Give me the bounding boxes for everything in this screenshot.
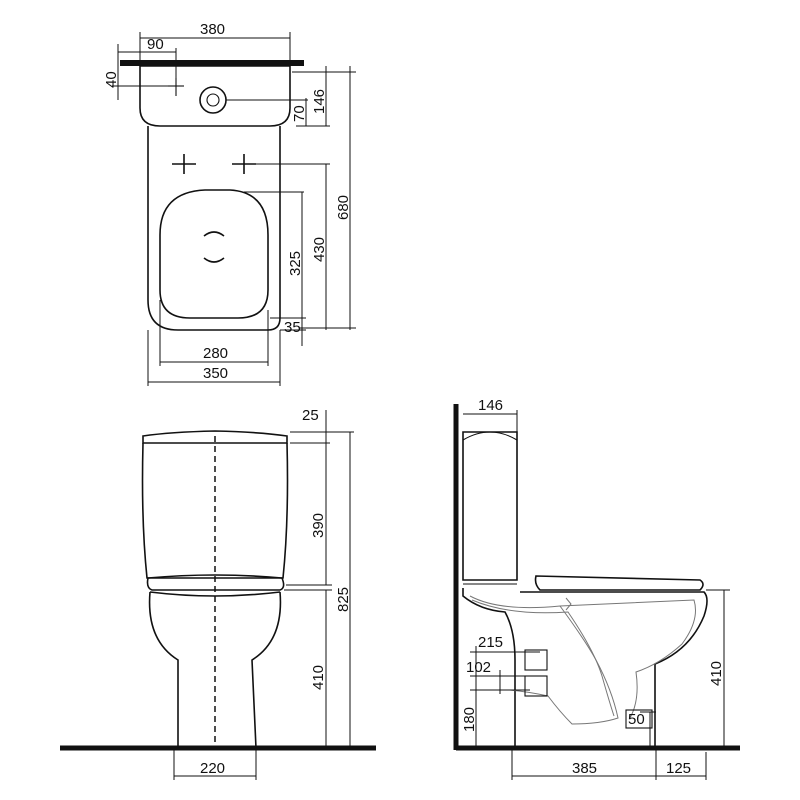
dim-side-tank-depth: 146 bbox=[478, 397, 503, 414]
side-bowl-inner bbox=[469, 595, 696, 725]
dim-button-offset: 70 bbox=[291, 105, 308, 122]
dim-tank-width: 380 bbox=[200, 21, 225, 38]
dim-hole-offset-x: 90 bbox=[147, 36, 164, 53]
top-view: 380 90 40 146 70 680 430 325 35 bbox=[103, 21, 356, 386]
dim-outlet-height: 180 bbox=[461, 707, 478, 732]
side-tank bbox=[462, 431, 518, 581]
top-wall-strip bbox=[120, 60, 304, 66]
side-seat bbox=[534, 575, 704, 591]
dim-overall-width: 350 bbox=[203, 365, 228, 382]
dim-seat-width: 280 bbox=[203, 345, 228, 362]
dim-outlet-distance: 215 bbox=[478, 634, 503, 651]
dim-foot-width: 220 bbox=[200, 760, 225, 777]
front-bowl bbox=[148, 591, 282, 749]
dim-foot-offset: 50 bbox=[628, 711, 645, 728]
front-view: 25 390 825 410 220 bbox=[60, 407, 376, 780]
dim-hole-offset-y: 40 bbox=[103, 71, 120, 88]
flush-button-inner bbox=[206, 93, 220, 107]
dim-wall-gap: 125 bbox=[666, 760, 691, 777]
dim-side-seat-height: 410 bbox=[708, 661, 725, 686]
dim-projection: 385 bbox=[572, 760, 597, 777]
dim-inlet-distance: 102 bbox=[466, 659, 491, 676]
top-seat-outline bbox=[159, 189, 269, 319]
front-tank-lid bbox=[142, 430, 288, 444]
seat-hinge-mark bbox=[203, 231, 225, 263]
dim-bowl-fix-length: 430 bbox=[311, 237, 328, 262]
flush-button-outer bbox=[199, 86, 227, 114]
front-seat bbox=[146, 574, 285, 591]
dim-lid-thickness: 25 bbox=[302, 407, 319, 424]
fixing-cross-left bbox=[172, 154, 196, 174]
side-view: 146 215 102 180 50 410 385 125 bbox=[453, 397, 740, 780]
top-bowl-outline bbox=[147, 126, 281, 331]
dim-overall-length: 680 bbox=[335, 195, 352, 220]
fixing-cross-right bbox=[232, 154, 256, 174]
dim-rim-gap: 35 bbox=[284, 319, 301, 336]
side-bowl-outer bbox=[462, 588, 708, 749]
dim-overall-height: 825 bbox=[335, 587, 352, 612]
top-tank-outline bbox=[139, 65, 291, 127]
dim-tank-depth: 146 bbox=[311, 89, 328, 114]
dim-seat-length: 325 bbox=[287, 251, 304, 276]
dim-seat-height: 410 bbox=[310, 665, 327, 690]
dim-tank-height: 390 bbox=[310, 513, 327, 538]
